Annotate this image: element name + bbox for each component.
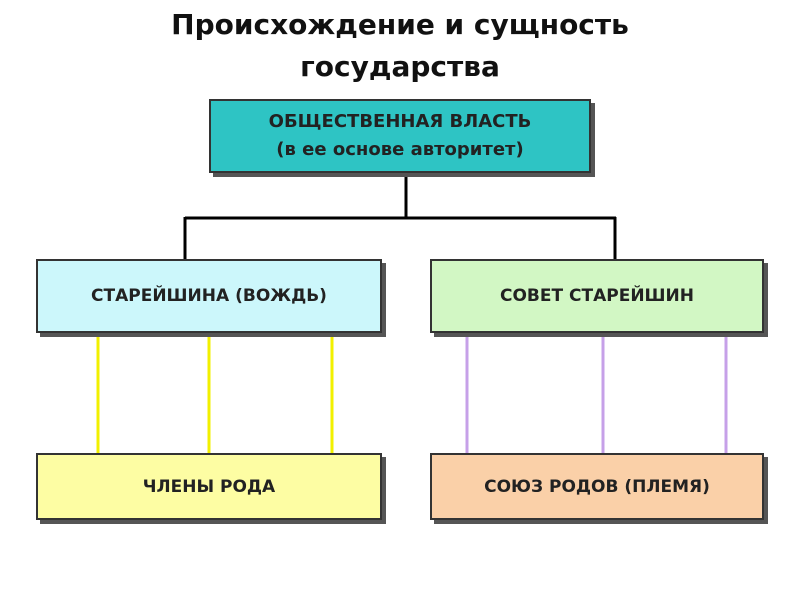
public-power-sublabel: (в ее основе авторитет): [276, 139, 524, 160]
clan-members-label: ЧЛЕНЫ РОДА: [142, 476, 276, 497]
council-of-elders-box: СОВЕТ СТАРЕЙШИН: [430, 259, 764, 333]
title-line-2: государства: [300, 50, 500, 83]
public-power-box: ОБЩЕСТВЕННАЯ ВЛАСТЬ (в ее основе авторит…: [209, 99, 591, 173]
clan-union-label: СОЮЗ РОДОВ (ПЛЕМЯ): [484, 476, 710, 497]
elder-box: СТАРЕЙШИНА (ВОЖДЬ): [36, 259, 382, 333]
clan-members-box: ЧЛЕНЫ РОДА: [36, 453, 382, 520]
clan-union-box: СОЮЗ РОДОВ (ПЛЕМЯ): [430, 453, 764, 520]
title-line-1: Происхождение и сущность: [171, 8, 629, 41]
elder-label: СТАРЕЙШИНА (ВОЖДЬ): [91, 286, 327, 306]
public-power-label: ОБЩЕСТВЕННАЯ ВЛАСТЬ: [268, 111, 532, 132]
slide-title: Происхождение и сущность государства: [0, 4, 800, 88]
council-label: СОВЕТ СТАРЕЙШИН: [500, 286, 694, 306]
